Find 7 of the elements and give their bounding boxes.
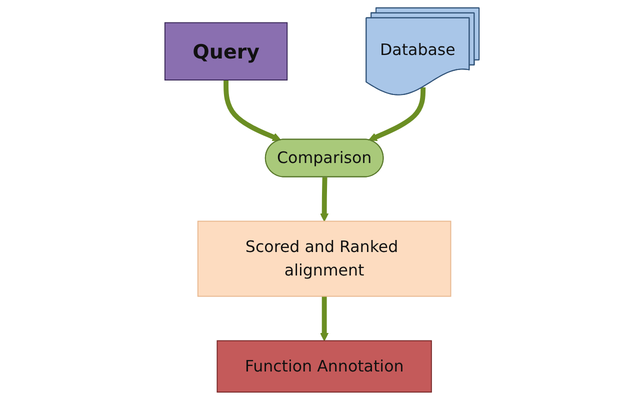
node-box: Function Annotation [216,340,432,393]
arrow [320,296,329,342]
arrow [320,177,329,222]
arrow [224,80,282,142]
arrow [368,87,426,142]
node-box: Scored and Ranked alignment [197,220,452,297]
node-box: Query [164,22,288,80]
